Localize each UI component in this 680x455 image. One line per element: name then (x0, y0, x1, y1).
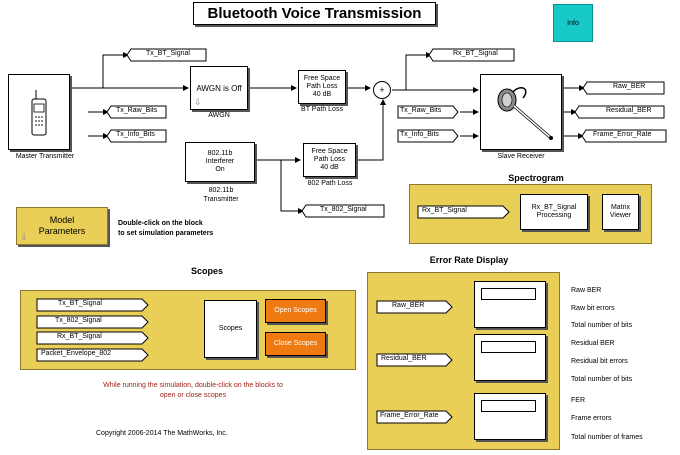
scopes-note: While running the simulation, double-cli… (103, 381, 283, 401)
processing-line2: Processing (536, 212, 572, 219)
arrow-down-icon: ⇩ (20, 232, 28, 242)
interferer-line1: 802.11b (207, 150, 233, 157)
scopes-block[interactable]: Scopes (204, 300, 257, 358)
error-rate-input-frame-error-rate[interactable]: Frame_Error_Rate (380, 412, 439, 419)
fer-display-cell (481, 400, 536, 412)
path-loss-802-line1: Free Space (311, 148, 348, 155)
rx-bt-signal-processing-block[interactable]: Rx_BT_Signal Processing (520, 194, 588, 230)
copyright-text: Copyright 2006-2014 The MathWorks, Inc. (96, 430, 228, 437)
close-scopes-button[interactable]: Close Scopes (265, 332, 326, 356)
legend-residual-bit-errors: Residual bit errors (571, 358, 628, 365)
tx-info-bits-goto[interactable]: Tx_Info_Bits (116, 131, 155, 138)
legend-residual-ber: Residual BER (571, 340, 615, 347)
raw-ber-goto[interactable]: Raw_BER (613, 83, 646, 90)
tx-info-bits-from[interactable]: Tx_Info_Bits (400, 131, 439, 138)
model-parameters-hint: Double-click on the block to set simulat… (118, 219, 213, 239)
sum-symbol: + (379, 85, 385, 95)
tx-raw-bits-from[interactable]: Tx_Raw_Bits (400, 107, 442, 114)
arrow-down-icon: ⇩ (194, 97, 202, 107)
residual-ber-display[interactable] (474, 334, 546, 381)
master-transmitter-label: Master Transmitter (15, 153, 75, 160)
tx-802-signal-goto[interactable]: Tx_802_Signal (320, 206, 367, 213)
master-transmitter-block[interactable] (8, 74, 70, 150)
tx-raw-bits-goto[interactable]: Tx_Raw_Bits (116, 107, 158, 114)
legend-raw-ber: Raw BER (571, 287, 602, 294)
error-rate-heading: Error Rate Display (429, 255, 509, 265)
interferer-line2: Interferer (205, 158, 235, 165)
bt-path-loss-line2: Path Loss (306, 83, 338, 90)
close-scopes-label: Close Scopes (273, 340, 318, 347)
bt-path-loss-block[interactable]: Free Space Path Loss 40 dB (298, 70, 346, 104)
raw-ber-display[interactable] (474, 281, 546, 328)
path-loss-802-line3: 40 dB (320, 164, 339, 171)
awgn-label: AWGN (208, 112, 230, 119)
headset-icon (497, 87, 553, 140)
tx-bt-signal-goto[interactable]: Tx_BT_Signal (146, 50, 190, 57)
info-button[interactable]: Info (553, 4, 593, 42)
legend-frame-errors: Frame errors (571, 415, 612, 422)
interferer-label-line2: Transmitter (203, 196, 239, 203)
scopes-note-line2: open or close scopes (159, 392, 227, 399)
interferer-line3: On (215, 166, 225, 173)
path-loss-802-line2: Path Loss (313, 156, 346, 163)
model-parameters-block[interactable]: Model Parameters ⇩ (16, 207, 108, 245)
rx-bt-signal-goto[interactable]: Rx_BT_Signal (453, 50, 498, 57)
bt-path-loss-label: BT Path Loss (301, 106, 343, 113)
viewer-line2: Viewer (609, 212, 632, 219)
scopes-input-rx-bt-signal[interactable]: Rx_BT_Signal (57, 333, 102, 340)
error-rate-input-raw-ber[interactable]: Raw_BER (392, 302, 425, 309)
scopes-note-line1: While running the simulation, double-cli… (103, 382, 283, 389)
frame-error-rate-goto[interactable]: Frame_Error_Rate (593, 131, 652, 138)
sum-block[interactable]: + (373, 81, 391, 99)
raw-ber-display-cell (481, 288, 536, 300)
interferer-label-line1: 802.11b (208, 187, 234, 194)
residual-ber-display-cell (481, 341, 536, 353)
legend-fer: FER (571, 397, 585, 404)
open-scopes-label: Open Scopes (274, 307, 317, 314)
slave-receiver-block[interactable] (480, 74, 562, 150)
fer-display[interactable] (474, 393, 546, 440)
processing-line1: Rx_BT_Signal (531, 204, 577, 211)
mobile-phone-icon (31, 90, 47, 136)
viewer-line1: Matrix (610, 204, 631, 211)
interferer-block[interactable]: 802.11b Interferer On (185, 142, 255, 182)
scopes-input-tx-802-signal[interactable]: Tx_802_Signal (55, 317, 102, 324)
model-parameters-label: Model Parameters (38, 215, 86, 236)
legend-total-bits-1: Total number of bits (571, 322, 633, 329)
model-title: Bluetooth Voice Transmission (193, 2, 436, 25)
bt-path-loss-line3: 40 dB (312, 91, 332, 98)
matrix-viewer-block[interactable]: Matrix Viewer (602, 194, 639, 230)
spectrogram-input-tag[interactable]: Rx_BT_Signal (422, 207, 467, 214)
legend-total-bits-2: Total number of bits (571, 376, 633, 383)
scopes-block-label: Scopes (218, 325, 243, 332)
open-scopes-button[interactable]: Open Scopes (265, 299, 326, 323)
awgn-block[interactable]: AWGN is Off ⇩ (190, 66, 248, 110)
hint-line2: to set simulation parameters (118, 230, 214, 237)
legend-total-frames: Total number of frames (571, 434, 643, 441)
scopes-heading: Scopes (190, 266, 224, 276)
awgn-text: AWGN is Off (196, 83, 242, 93)
residual-ber-goto[interactable]: Residual_BER (606, 107, 652, 114)
interferer-label: 802.11b Transmitter (203, 186, 238, 204)
bt-path-loss-line1: Free Space (303, 75, 341, 82)
hint-line1: Double-click on the block (118, 220, 203, 227)
spectrogram-heading: Spectrogram (508, 173, 564, 183)
slave-receiver-label: Slave Receiver (497, 153, 545, 160)
legend-raw-bit-errors: Raw bit errors (571, 305, 615, 312)
path-loss-802-block[interactable]: Free Space Path Loss 40 dB (303, 143, 356, 177)
error-rate-input-residual-ber[interactable]: Residual_BER (381, 355, 427, 362)
path-loss-802-label: 802 Path Loss (307, 180, 353, 187)
scopes-input-tx-bt-signal[interactable]: Tx_BT_Signal (58, 300, 102, 307)
scopes-input-packet-envelope[interactable]: Packet_Envelope_802 (41, 350, 112, 357)
info-label: Info (567, 19, 579, 27)
